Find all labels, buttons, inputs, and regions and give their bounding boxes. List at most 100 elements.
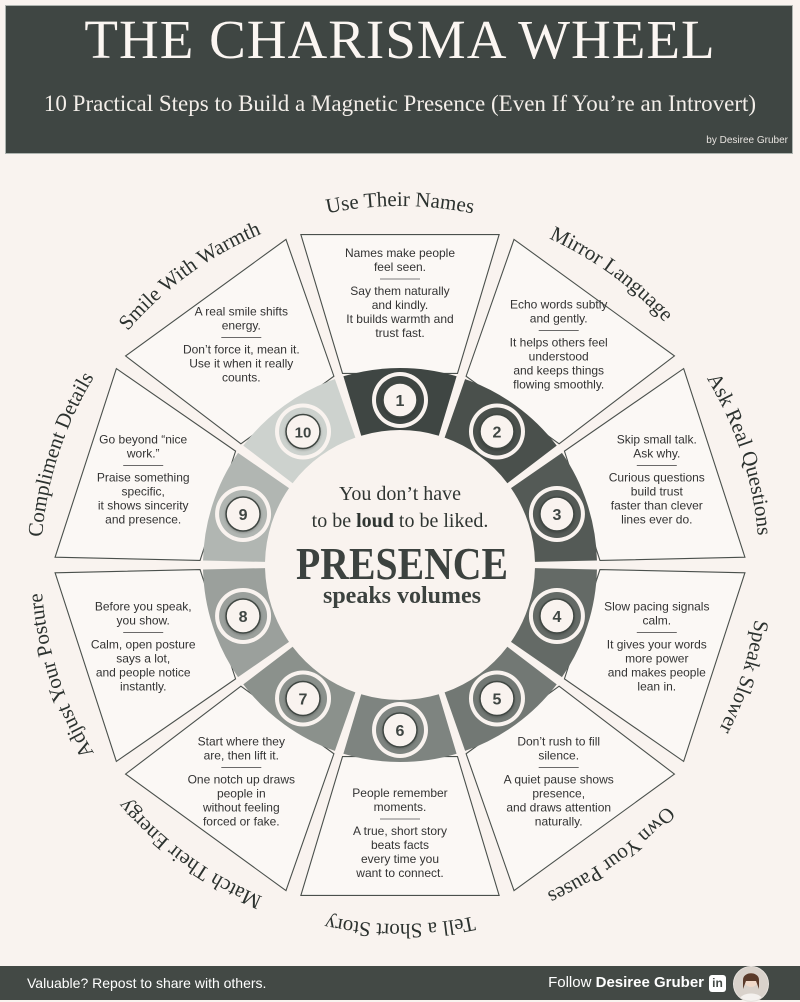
step-text-b: beats facts [371, 838, 429, 852]
center-presence: PRESENCE [296, 538, 508, 589]
page-subtitle: 10 Practical Steps to Build a Magnetic P… [43, 91, 757, 116]
step-number-badge: 6 [372, 702, 428, 758]
step-panel [124, 685, 335, 892]
step-text-b: and kindly. [372, 298, 428, 312]
step-number-badge: 2 [468, 403, 525, 460]
badge-inner [479, 413, 515, 450]
step-text-b: trust fast. [375, 326, 424, 340]
step-number: 7 [299, 691, 308, 708]
step-text-b: every time you [361, 852, 439, 866]
step-panel [465, 685, 676, 892]
step-3: Skip small talk.Ask why. Curious question… [563, 367, 746, 562]
step-text-b: understood [529, 350, 589, 364]
step-number: 2 [493, 425, 502, 442]
step-panel [300, 756, 500, 896]
badge-inner [225, 496, 261, 532]
step-text-b: presence, [532, 786, 585, 800]
center-disk [266, 431, 534, 699]
step-panel [54, 367, 237, 562]
step-text-a: you show. [117, 613, 170, 627]
step-text-b: specific, [122, 485, 165, 499]
badge-inner [539, 598, 575, 634]
step-number: 9 [239, 507, 248, 524]
step-text-b: it shows sincerity [98, 499, 189, 513]
step-panel [465, 238, 676, 445]
step-text-b: without feeling [202, 800, 280, 814]
center-line-1: You don’t have [339, 483, 461, 505]
step-text-b: naturally. [535, 814, 583, 828]
step-number: 5 [493, 691, 502, 708]
step-text-a: Slow pacing signals [604, 599, 709, 613]
step-text-b: faster than clever [611, 499, 703, 513]
step-number-badge: 7 [275, 670, 332, 727]
badge-inner [382, 382, 418, 418]
step-text-a: Names make people [345, 246, 455, 260]
step-number-badge: 9 [215, 486, 272, 543]
step-text-b: lean in. [637, 679, 676, 693]
step-number-badge: 3 [528, 486, 585, 543]
number-badges: 1 2 3 4 5 6 7 8 9 10 [215, 372, 585, 758]
page-title: THE CHARISMA WHEEL [84, 9, 716, 70]
step-text-b: Praise something [97, 471, 190, 485]
step-number: 4 [552, 609, 561, 626]
badge-inner [382, 712, 418, 748]
step-number-badge: 8 [215, 587, 272, 644]
step-text-b: and people notice [96, 665, 191, 679]
step-number: 10 [295, 425, 312, 442]
step-text-b: Don’t force it, mean it. [183, 343, 300, 357]
follow-author[interactable]: Follow Desiree Gruber [548, 974, 704, 991]
step-title: Use Their Names [324, 187, 477, 218]
step-text-a: People remember [352, 786, 447, 800]
step-text-b: Curious questions [609, 471, 705, 485]
header: THE CHARISMA WHEEL 10 Practical Steps to… [0, 0, 800, 159]
step-text-a: energy. [222, 319, 261, 333]
step-panel [300, 234, 500, 374]
step-panel [563, 568, 746, 763]
step-text-b: build trust [631, 485, 684, 499]
step-text-b: flowing smoothly. [513, 378, 604, 392]
step-text-b: One notch up draws [188, 772, 295, 786]
step-text-a: Before you speak, [95, 599, 192, 613]
step-text-b: and keeps things [513, 364, 604, 378]
step-text-b: counts. [222, 371, 261, 385]
step-text-b: Say them naturally [350, 284, 449, 298]
step-text-b: It gives your words [607, 637, 707, 651]
step-text-b: It helps others feel [510, 336, 608, 350]
step-text-b: instantly. [120, 679, 166, 693]
footer-bar: Valuable? Repost to share with others. F… [0, 966, 800, 1002]
step-text-a: Ask why. [633, 447, 680, 461]
avatar-image [734, 967, 768, 1001]
step-text-b: people in [217, 786, 266, 800]
step-text-a: Skip small talk. [617, 433, 697, 447]
step-text-a: feel seen. [374, 260, 426, 274]
center-message: You don’t have to be loud to be liked. P… [296, 483, 508, 609]
step-text-a: silence. [538, 748, 579, 762]
step-text-a: work.” [126, 447, 160, 461]
step-title: Tell a Short Story [322, 911, 477, 943]
step-text-a: A real smile shifts [195, 305, 288, 319]
center-speaks-volumes: speaks volumes [323, 583, 481, 609]
step-text-b: says a lot, [116, 651, 170, 665]
step-number: 6 [396, 723, 405, 740]
step-number-badge: 1 [372, 372, 428, 428]
step-text-a: calm. [642, 613, 671, 627]
step-text-a: Start where they [198, 734, 285, 748]
repost-cta: Valuable? Repost to share with others. [27, 975, 267, 991]
step-text-b: A true, short story [353, 824, 447, 838]
step-panel [124, 238, 335, 445]
step-text-b: more power [625, 651, 688, 665]
author-avatar[interactable] [733, 966, 769, 1002]
linkedin-icon[interactable]: in [709, 975, 726, 992]
step-text-b: want to connect. [355, 866, 443, 880]
header-panel [5, 5, 793, 154]
step-text-a: Echo words subtly [510, 298, 607, 312]
step-text-b: and presence. [105, 513, 181, 527]
step-text-b: It builds warmth and [346, 312, 453, 326]
author-name[interactable]: Desiree Gruber [595, 974, 704, 991]
step-panel [563, 367, 746, 562]
badge-inner [539, 496, 575, 532]
